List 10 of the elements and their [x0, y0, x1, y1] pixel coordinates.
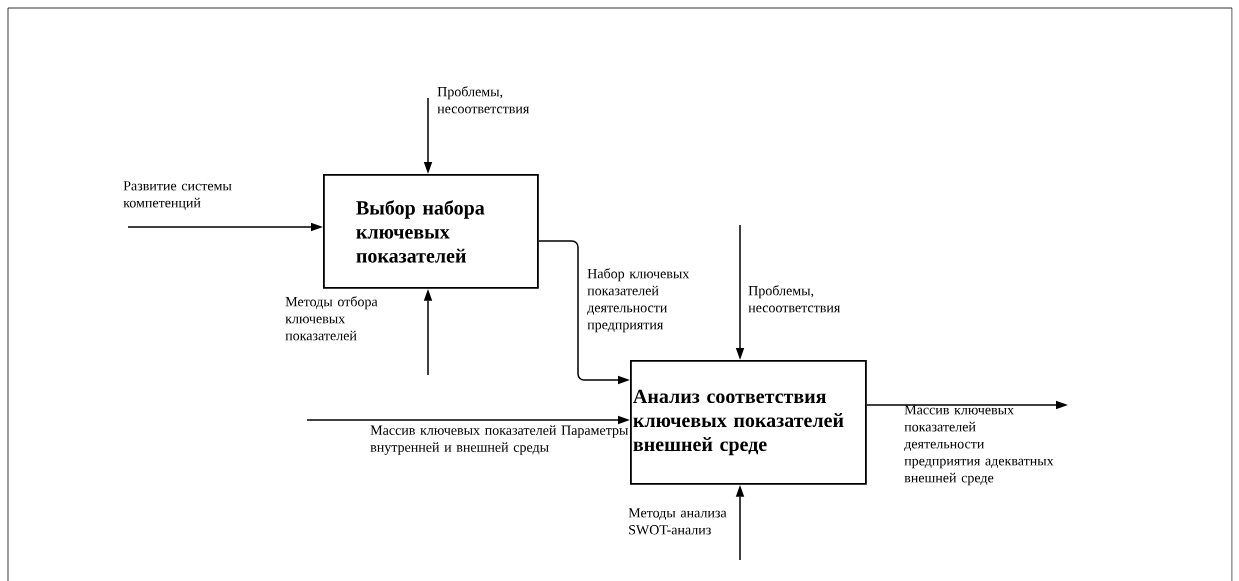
edge-label: Набор ключевых показателей деятельности предприятия: [587, 268, 690, 333]
edge-label: Массив ключевых показателей Параметры внутренней и внешней среды: [370, 425, 629, 455]
edge-label: Методы анализа SWOT-анализ: [628, 508, 727, 535]
edge-label: Развитие системы компетенций: [123, 181, 232, 211]
edge-label: Проблемы, несоответствия: [748, 285, 841, 313]
edge-label: Методы отбора ключевых показателей: [285, 296, 378, 341]
edge-label: Проблемы, несоответствия: [437, 86, 530, 114]
process-box: Выбор набора ключевых показателей: [323, 174, 539, 289]
edge-label: Массив ключевых показателей деятельности предприятия адекватных внешней среде: [904, 405, 1054, 486]
process-box: Анализ соответствия ключевых показателей внешней среде: [630, 360, 867, 485]
